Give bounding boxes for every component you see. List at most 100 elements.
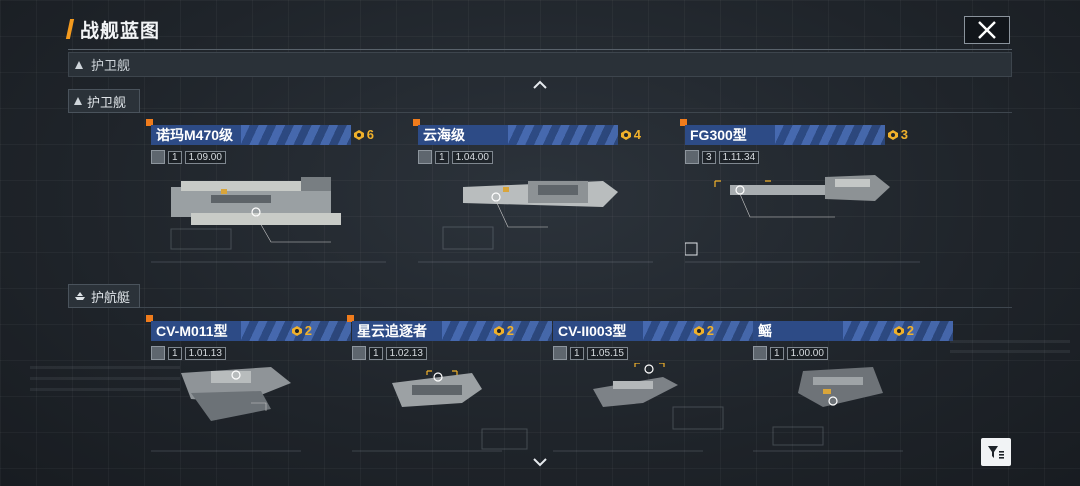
section-header-frigate: 护卫舰: [68, 89, 140, 113]
blueprint-count: 2: [493, 323, 514, 338]
ship-level: 1: [570, 346, 584, 360]
ship-blueprint-image: [151, 177, 386, 263]
ship-version: 1.05.15: [586, 346, 628, 360]
ship-version: 1.02.13: [385, 346, 427, 360]
section-header-escort: 护航艇: [68, 284, 140, 308]
ship-name-bar: 云海级: [418, 125, 618, 145]
blueprint-count: 2: [893, 323, 914, 338]
ship-level: 1: [770, 346, 784, 360]
page-title: 战舰蓝图: [80, 20, 161, 42]
ship-name: FG300型: [690, 127, 747, 143]
blueprint-count: 4: [620, 127, 641, 142]
blueprint-icon: [887, 129, 898, 140]
chevron-up-icon[interactable]: [533, 80, 547, 89]
ship-stats: 1 1.05.15: [553, 346, 631, 360]
ship-class-icon: [352, 346, 366, 360]
ship-version: 1.00.00: [786, 346, 828, 360]
ship-class-icon: [753, 346, 767, 360]
ship-level: 1: [435, 150, 449, 164]
ship-class-icon: [553, 346, 567, 360]
title-accent-bar: [65, 19, 75, 39]
ship-level: 1: [369, 346, 383, 360]
ship-stats: 1 1.09.00: [151, 150, 229, 164]
ship-card[interactable]: 鳐 2 1 1.00.00: [753, 321, 988, 471]
blueprint-icon: [291, 325, 302, 336]
count-value: 2: [506, 323, 514, 338]
new-indicator: [347, 315, 354, 322]
blueprint-icon: [693, 325, 704, 336]
ship-card[interactable]: 星云追逐者 2 1 1.02.13: [347, 315, 587, 471]
count-value: 2: [304, 323, 312, 338]
boat-icon: [75, 292, 85, 300]
blueprint-count: 3: [887, 127, 908, 142]
section-divider: [140, 112, 1012, 113]
ship-stats: 1 1.04.00: [418, 150, 496, 164]
ship-name: 云海级: [423, 127, 465, 143]
category-dropdown-label: 护卫舰: [91, 58, 131, 73]
ship-card[interactable]: CV-M011型 2 1 1.01.13: [146, 315, 386, 471]
ship-version: 1.09.00: [184, 150, 226, 164]
new-indicator: [413, 119, 420, 126]
blueprint-count: 6: [353, 127, 374, 142]
ship-name-bar: CV-M011型: [151, 321, 351, 341]
section-divider: [140, 307, 1012, 308]
ship-name-bar: 诺玛M470级: [151, 125, 351, 145]
ship-card[interactable]: FG300型 3 3 1.11.34: [680, 119, 920, 275]
ship-name: 鳐: [758, 323, 772, 339]
ship-card[interactable]: CV-II003型 2 1 1.05.15: [553, 321, 788, 471]
ghost-text-right: [950, 340, 1070, 360]
ship-class-icon: [418, 150, 432, 164]
ship-blueprint-image: [418, 181, 653, 263]
blueprint-icon: [353, 129, 364, 140]
ship-name-bar: FG300型: [685, 125, 885, 145]
close-button[interactable]: [964, 16, 1010, 44]
ship-class-icon: [151, 150, 165, 164]
ship-stats: 1 1.00.00: [753, 346, 831, 360]
ship-card[interactable]: 云海级 4 1 1.04.00: [413, 119, 653, 275]
count-value: 6: [366, 127, 374, 142]
category-dropdown[interactable]: 护卫舰: [68, 52, 1012, 77]
ship-blueprint-image: [151, 367, 301, 452]
ship-class-icon: [685, 150, 699, 164]
ghost-text-left: [30, 366, 180, 396]
new-indicator: [146, 315, 153, 322]
ship-name-bar: 鳐: [753, 321, 953, 341]
ship-class-icon: [151, 346, 165, 360]
blueprint-count: 2: [693, 323, 714, 338]
ship-level: 3: [702, 150, 716, 164]
header-divider: [68, 49, 1012, 50]
blueprint-count: 2: [291, 323, 312, 338]
ship-name: CV-II003型: [558, 323, 627, 339]
ship-level: 1: [168, 346, 182, 360]
chevron-down-icon[interactable]: [533, 458, 547, 467]
close-icon: [978, 21, 996, 39]
ship-stats: 1 1.02.13: [352, 346, 430, 360]
ship-stats: 1 1.01.13: [151, 346, 229, 360]
ship-version: 1.11.34: [718, 150, 760, 164]
ship-version: 1.04.00: [451, 150, 493, 164]
new-indicator: [146, 119, 153, 126]
ship-name: 星云追逐者: [357, 323, 427, 339]
blueprint-icon: [893, 325, 904, 336]
ship-blueprint-image: [352, 370, 528, 452]
ship-card[interactable]: 诺玛M470级 6 1 1.09.00: [146, 119, 386, 275]
count-value: 4: [633, 127, 641, 142]
page-header: 战舰蓝图: [65, 16, 161, 42]
ship-level: 1: [168, 150, 182, 164]
filter-icon: [988, 446, 1004, 459]
ship-name-bar: 星云追逐者: [352, 321, 552, 341]
ship-blueprint-image: [553, 363, 724, 452]
section-label: 护航艇: [91, 289, 131, 305]
ship-blueprint-image: [753, 367, 903, 452]
new-indicator: [680, 119, 687, 126]
blueprint-icon: [620, 129, 631, 140]
blueprint-icon: [493, 325, 504, 336]
triangle-icon: [74, 97, 82, 105]
filter-button[interactable]: [981, 438, 1011, 466]
ship-version: 1.01.13: [184, 346, 226, 360]
section-label: 护卫舰: [87, 94, 127, 110]
count-value: 2: [906, 323, 914, 338]
ship-name: CV-M011型: [156, 323, 228, 339]
ship-blueprint-image: [685, 175, 920, 263]
ship-name: 诺玛M470级: [156, 127, 234, 143]
